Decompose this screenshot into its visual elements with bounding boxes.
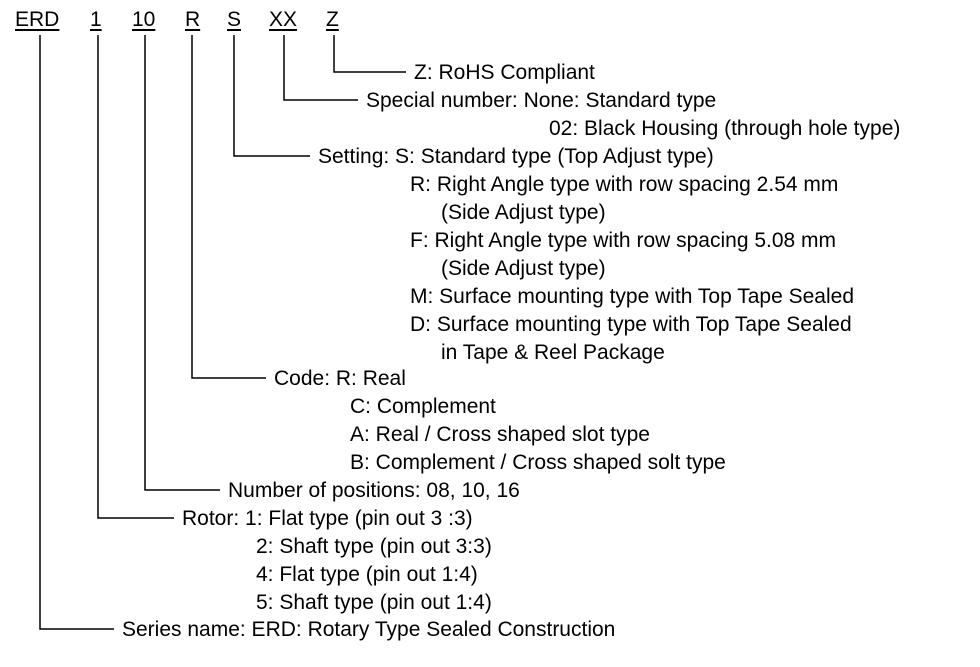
setting-line-6: M: Surface mounting type with Top Tape S… [410,285,854,308]
setting-line-2: R: Right Angle type with row spacing 2.5… [410,173,839,196]
code-line-4: B: Complement / Cross shaped solt type [350,451,726,474]
setting-line-3: (Side Adjust type) [441,201,606,224]
series-line-1: Series name: ERD: Rotary Type Sealed Con… [122,618,616,641]
code-code: R [185,8,201,31]
rohs-line-1: Z: RoHS Compliant [414,61,595,84]
leader-setting [233,35,310,157]
leader-special [283,35,358,101]
code-series: ERD [15,8,60,31]
rotor-line-3: 4: Flat type (pin out 1:4) [256,563,478,586]
code-positions: 10 [132,8,156,31]
leader-code [191,35,266,379]
code-setting: S [227,8,242,31]
special-line-2: 02: Black Housing (through hole type) [549,117,901,140]
leader-series [39,35,114,630]
leader-rohs [333,35,406,73]
code-line-1: Code: R: Real [274,367,406,390]
leader-positions [144,35,220,491]
special-line-1: Special number: None: Standard type [366,89,717,112]
setting-line-7: D: Surface mounting type with Top Tape S… [410,313,852,336]
code-rohs: Z [326,8,339,31]
leader-rotor [97,35,174,519]
code-special: XX [269,8,298,31]
setting-line-1: Setting: S: Standard type (Top Adjust ty… [318,145,714,168]
code-line-2: C: Complement [350,395,496,418]
code-rotor: 1 [90,8,102,31]
rotor-line-4: 5: Shaft type (pin out 1:4) [256,591,492,614]
rotor-line-2: 2: Shaft type (pin out 3:3) [256,535,492,558]
setting-line-8: in Tape & Reel Package [441,341,665,364]
setting-line-4: F: Right Angle type with row spacing 5.0… [410,229,837,252]
positions-line-1: Number of positions: 08, 10, 16 [228,479,520,502]
setting-line-5: (Side Adjust type) [441,257,606,280]
code-line-3: A: Real / Cross shaped slot type [350,423,650,446]
rotor-line-1: Rotor: 1: Flat type (pin out 3 :3) [182,507,473,530]
